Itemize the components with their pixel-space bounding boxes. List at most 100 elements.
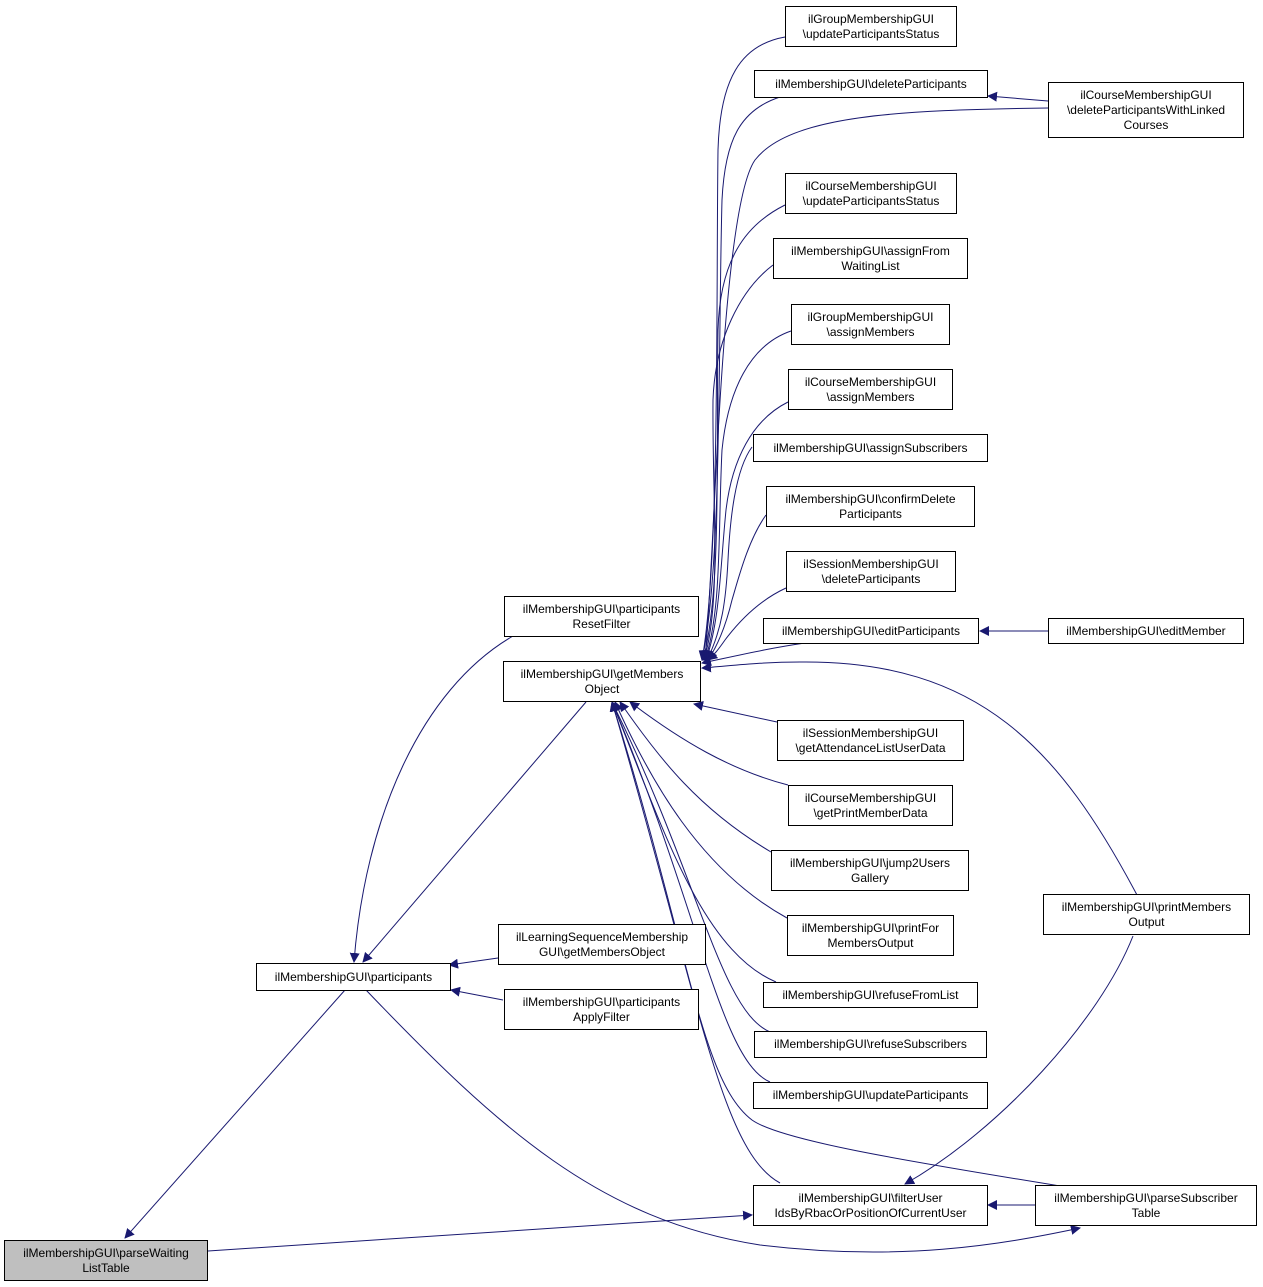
node-label: \updateParticipantsStatus bbox=[802, 193, 940, 208]
node-parse-subscriber-table[interactable]: ilMembershipGUI\parseSubscriber Table bbox=[1035, 1185, 1257, 1226]
edge-cups-gmo bbox=[700, 204, 786, 661]
node-label: ilMembershipGUI\deleteParticipants bbox=[775, 76, 967, 91]
node-label: ilMembershipGUI\getMembers bbox=[520, 666, 684, 681]
node-label: ilMembershipGUI\editParticipants bbox=[781, 623, 961, 638]
edge-sdp-gmo bbox=[707, 587, 787, 661]
node-label: ilSessionMembershipGUI bbox=[802, 725, 939, 740]
node-label: ilMembershipGUI\updateParticipants bbox=[772, 1088, 969, 1102]
node-label: WaitingList bbox=[841, 258, 900, 273]
node-label: ilCourseMembershipGUI bbox=[804, 374, 937, 389]
edge-gmo-participants bbox=[362, 701, 587, 963]
node-label: \assignMembers bbox=[826, 389, 915, 404]
node-label: ilCourseMembershipGUI bbox=[805, 178, 937, 193]
edge-pfmo-gmo bbox=[614, 701, 788, 919]
node-participants-apply-filter[interactable]: ilMembershipGUI\participants ApplyFilter bbox=[504, 989, 699, 1030]
edge-fuid-gmo bbox=[609, 701, 781, 1184]
node-label: ResetFilter bbox=[572, 616, 631, 631]
node-edit-member[interactable]: ilMembershipGUI\editMember bbox=[1048, 618, 1244, 644]
node-label: ilMembershipGUI\participants bbox=[522, 994, 681, 1009]
node-edit-participants[interactable]: ilMembershipGUI\editParticipants bbox=[763, 618, 979, 644]
node-label: ilMembershipGUI\parseSubscriber bbox=[1054, 1190, 1238, 1205]
node-label: ilMembershipGUI\assignSubscribers bbox=[773, 440, 968, 455]
edge-rsub-gmo bbox=[611, 701, 771, 1033]
node-label: ilMembershipGUI\editMember bbox=[1066, 623, 1226, 638]
node-label: ilMembershipGUI\participants bbox=[522, 601, 681, 616]
node-label: ilMembershipGUI\assignFrom bbox=[791, 243, 950, 258]
node-get-members-object[interactable]: ilMembershipGUI\getMembers Object bbox=[503, 661, 701, 702]
node-filter-user-ids[interactable]: ilMembershipGUI\filterUser IdsByRbacOrPo… bbox=[753, 1185, 988, 1226]
node-parse-waiting-list-table: ilMembershipGUI\parseWaiting ListTable bbox=[4, 1240, 208, 1281]
node-group-assign-members[interactable]: ilGroupMembershipGUI \assignMembers bbox=[791, 304, 950, 345]
node-assign-from-waiting-list[interactable]: ilMembershipGUI\assignFrom WaitingList bbox=[773, 238, 968, 279]
node-label: ListTable bbox=[82, 1260, 130, 1275]
node-confirm-delete-participants[interactable]: ilMembershipGUI\confirmDelete Participan… bbox=[766, 486, 975, 527]
node-course-get-print-member-data[interactable]: ilCourseMembershipGUI \getPrintMemberDat… bbox=[788, 785, 953, 826]
node-label: \deleteParticipants bbox=[821, 571, 921, 586]
edge-root-filteruser bbox=[207, 1210, 753, 1252]
node-label: ilMembershipGUI\filterUser bbox=[798, 1190, 943, 1205]
node-assign-subscribers[interactable]: ilMembershipGUI\assignSubscribers bbox=[753, 434, 988, 462]
edge-satt-gmo bbox=[693, 701, 778, 723]
node-label: ilGroupMembershipGUI bbox=[807, 11, 935, 26]
edge-cdel-gmo bbox=[707, 514, 767, 661]
node-label: ilMembershipGUI\confirmDelete bbox=[785, 491, 956, 506]
node-update-participants[interactable]: ilMembershipGUI\updateParticipants bbox=[753, 1082, 988, 1109]
node-label: ilCourseMembershipGUI bbox=[804, 790, 937, 805]
edge-participants-pst bbox=[365, 989, 1081, 1253]
node-course-assign-members[interactable]: ilCourseMembershipGUI \assignMembers bbox=[788, 369, 953, 410]
node-label: Gallery bbox=[850, 870, 889, 885]
edge-mdp-gmo bbox=[699, 96, 781, 661]
node-label: Table bbox=[1131, 1205, 1161, 1220]
edge-paf-participants bbox=[450, 986, 504, 1001]
node-label: \deleteParticipantsWithLinked bbox=[1066, 102, 1226, 117]
node-refuse-from-list[interactable]: ilMembershipGUI\refuseFromList bbox=[763, 982, 978, 1008]
node-learning-sequence-get-members-object[interactable]: ilLearningSequenceMembership GUI\getMemb… bbox=[498, 924, 706, 965]
node-label: MembersOutput bbox=[827, 935, 914, 950]
node-delete-participants[interactable]: ilMembershipGUI\deleteParticipants bbox=[754, 70, 988, 98]
node-course-delete-participants-with-linked-courses[interactable]: ilCourseMembershipGUI \deleteParticipant… bbox=[1048, 82, 1244, 138]
node-participants-reset-filter[interactable]: ilMembershipGUI\participants ResetFilter bbox=[504, 596, 699, 637]
edge-edp-gmo bbox=[701, 642, 806, 667]
node-label: GUI\getMembersObject bbox=[538, 944, 666, 959]
edge-asub-gmo bbox=[706, 446, 753, 661]
edge-gups-gmo bbox=[698, 36, 786, 661]
node-label: Object bbox=[584, 681, 620, 696]
node-label: ilMembershipGUI\printMembers bbox=[1061, 899, 1232, 914]
node-print-members-output[interactable]: ilMembershipGUI\printMembers Output bbox=[1043, 894, 1250, 935]
node-label: ilMembershipGUI\printFor bbox=[801, 920, 940, 935]
node-label: ApplyFilter bbox=[573, 1009, 630, 1024]
node-label: ilGroupMembershipGUI bbox=[807, 309, 934, 324]
node-label: ilSessionMembershipGUI bbox=[803, 556, 939, 571]
node-jump2-users-gallery[interactable]: ilMembershipGUI\jump2Users Gallery bbox=[771, 850, 969, 891]
node-label: ilMembershipGUI\participants bbox=[274, 969, 433, 984]
node-participants[interactable]: ilMembershipGUI\participants bbox=[256, 963, 451, 991]
node-label: IdsByRbacOrPositionOfCurrentUser bbox=[774, 1205, 967, 1220]
edge-cdpl-mdp bbox=[987, 91, 1049, 102]
node-label: Output bbox=[1128, 914, 1165, 929]
node-group-update-participants-status[interactable]: ilGroupMembershipGUI \updateParticipants… bbox=[785, 6, 957, 47]
edge-participants-root bbox=[124, 989, 346, 1239]
edge-lsm-participants bbox=[448, 957, 499, 969]
node-label: \getAttendanceListUserData bbox=[795, 740, 946, 755]
edge-pmo-gmo bbox=[701, 661, 1138, 896]
node-label: ilCourseMembershipGUI bbox=[1080, 87, 1212, 102]
edge-afwl-gmo bbox=[701, 264, 774, 661]
edge-j2u-gmo bbox=[619, 701, 772, 853]
node-course-update-participants-status[interactable]: ilCourseMembershipGUI \updateParticipant… bbox=[785, 173, 957, 214]
node-label: \getPrintMemberData bbox=[813, 805, 928, 820]
edge-pst-gmo bbox=[609, 701, 1061, 1187]
node-refuse-subscribers[interactable]: ilMembershipGUI\refuseSubscribers bbox=[754, 1031, 987, 1058]
node-label: Participants bbox=[839, 506, 902, 521]
node-print-for-members-output[interactable]: ilMembershipGUI\printFor MembersOutput bbox=[787, 915, 954, 956]
node-session-delete-participants[interactable]: ilSessionMembershipGUI \deleteParticipan… bbox=[786, 551, 956, 592]
node-label: ilLearningSequenceMembership bbox=[515, 929, 689, 944]
node-label: ilMembershipGUI\refuseSubscribers bbox=[774, 1037, 967, 1051]
edge-gam-gmo bbox=[703, 330, 792, 661]
edge-pmo-fuid bbox=[904, 935, 1134, 1185]
edge-cam-gmo bbox=[704, 401, 789, 661]
node-session-get-attendance-list-user-data[interactable]: ilSessionMembershipGUI \getAttendanceLis… bbox=[777, 720, 964, 761]
node-label: ilMembershipGUI\refuseFromList bbox=[782, 987, 959, 1002]
node-label: \assignMembers bbox=[826, 324, 915, 339]
node-label: Courses bbox=[1123, 117, 1169, 132]
